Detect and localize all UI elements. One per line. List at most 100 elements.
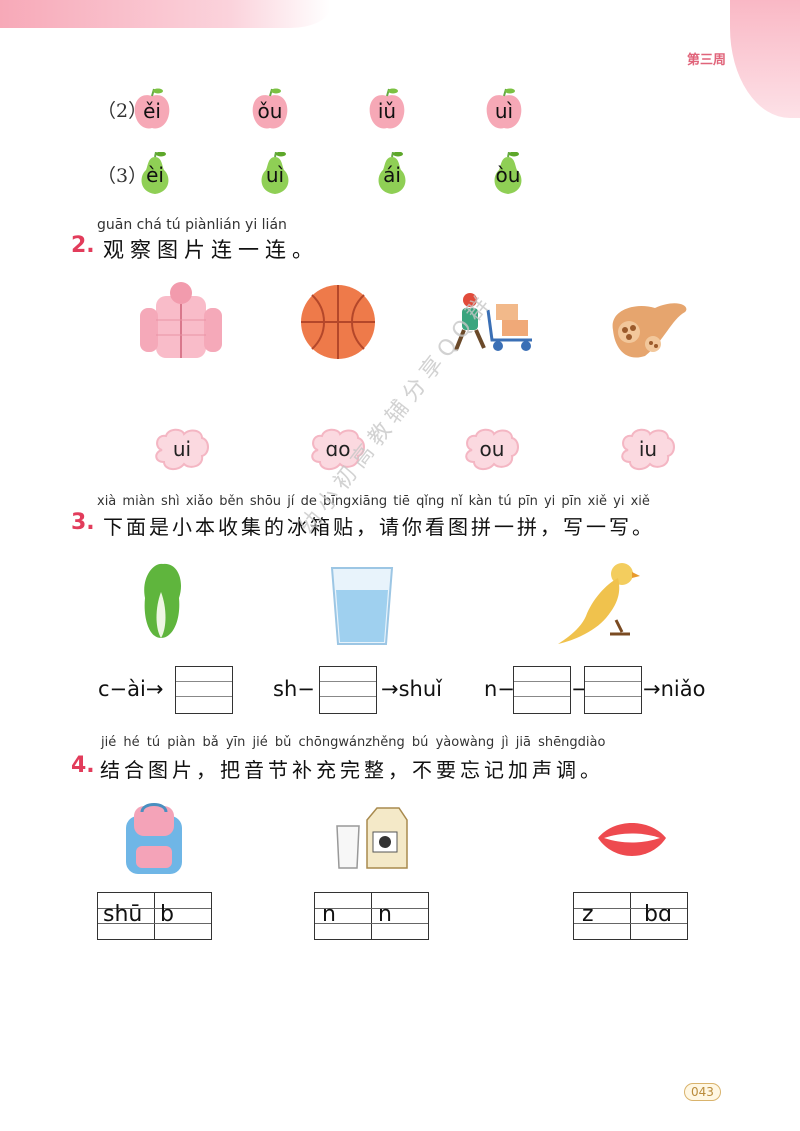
- backpack-icon: [126, 803, 182, 874]
- cloud-icon: [621, 428, 675, 470]
- apple-icon: [486, 88, 522, 129]
- mouth-icon: [598, 823, 666, 856]
- pinyin-syllable: kàn: [468, 494, 493, 509]
- grid-line: [585, 681, 641, 682]
- q3-pinyin: xià miàn shì xiǎo běn shōu jí de bīngxiā…: [97, 494, 650, 509]
- grid-line: [574, 908, 687, 909]
- row-label-3: （3）: [97, 165, 148, 187]
- pinyin-syllable: de: [300, 494, 317, 509]
- grid-line: [514, 681, 570, 682]
- syllable-text: n: [322, 902, 336, 927]
- coat-icon: [140, 282, 222, 358]
- grid-line: [574, 923, 687, 924]
- grid-line: [585, 696, 641, 697]
- pinyin-syllable: yi: [613, 494, 625, 509]
- pinyin-syllable: jié: [101, 735, 117, 750]
- pear-icon: [494, 151, 522, 194]
- cabbage-icon: [144, 563, 182, 638]
- apple-card: ǒu: [248, 88, 292, 132]
- pear-icon: [261, 151, 289, 194]
- final-cloud: ɑo: [308, 428, 368, 472]
- spell-suffix: →shuǐ: [381, 677, 442, 701]
- grid-line: [320, 681, 376, 682]
- final-text: ou: [479, 437, 505, 461]
- pinyin-syllable: miàn: [122, 494, 155, 509]
- question-number: 2.: [71, 233, 95, 258]
- writing-grid[interactable]: [319, 666, 377, 714]
- final-text: òu: [495, 163, 521, 187]
- syllable-text: bɑ: [644, 902, 672, 927]
- cloud-icon: [155, 428, 209, 470]
- question-title: 观察图片连一连。: [103, 238, 319, 262]
- pinyin-syllable: lián: [261, 217, 287, 233]
- pinyin-syllable: tú: [166, 217, 181, 233]
- question-number: 4.: [71, 753, 95, 778]
- pinyin-syllable: bīng: [322, 494, 352, 509]
- spell-prefix: sh−: [273, 677, 315, 701]
- grid-line: [176, 696, 232, 697]
- pinyin-syllable: tiē: [393, 494, 410, 509]
- syllable-box[interactable]: n n: [314, 892, 429, 940]
- apple-icon: [134, 88, 170, 129]
- syllable-text: b: [160, 902, 174, 927]
- pinyin-syllable: bǎ: [202, 735, 219, 750]
- spell-suffix: →niǎo: [643, 677, 706, 701]
- final-text: ái: [383, 163, 401, 187]
- pinyin-syllable: xiě: [630, 494, 650, 509]
- cloud-icon: [311, 428, 365, 470]
- pinyin-syllable: jiā: [515, 735, 531, 750]
- pinyin-syllable: běn: [219, 494, 244, 509]
- q4-pinyin: jié hé tú piàn bǎ yīn jié bǔ chōngwánzhě…: [101, 735, 605, 750]
- week-label: 第三周: [686, 53, 726, 68]
- syllable-box[interactable]: shū b: [97, 892, 212, 940]
- pinyin-syllable: guān: [97, 217, 133, 233]
- pinyin-syllable: xiě: [587, 494, 607, 509]
- pinyin-syllable: xià: [97, 494, 117, 509]
- q2-pinyin: guān chá tú piànlián yi lián: [97, 217, 287, 233]
- syllable-cell: [574, 893, 631, 939]
- pinyin-syllable: tú: [146, 735, 161, 750]
- row-label-2: （2）: [97, 100, 148, 122]
- pear-card: òu: [486, 151, 530, 196]
- basketball-icon: [301, 285, 375, 359]
- final-cloud: ui: [152, 428, 212, 472]
- syllable-box[interactable]: z bɑ: [573, 892, 688, 940]
- pinyin-syllable: yi: [543, 494, 556, 509]
- pinyin-syllable: pīn: [517, 494, 538, 509]
- syllable-text: z: [582, 902, 594, 927]
- pinyin-syllable: shì: [161, 494, 180, 509]
- pinyin-syllable: yào: [435, 735, 460, 750]
- pinyin-syllable: wàng: [459, 735, 495, 750]
- pear-icon: [378, 151, 406, 194]
- writing-grid[interactable]: [175, 666, 233, 714]
- page-number: 043: [684, 1083, 721, 1101]
- pinyin-syllable: lián: [215, 217, 241, 233]
- final-cloud: ou: [462, 428, 522, 472]
- syllable-cell: [98, 893, 155, 939]
- corner-decoration: [730, 0, 800, 118]
- pinyin-syllable: wán: [338, 735, 366, 750]
- pinyin-syllable: bǔ: [274, 735, 292, 750]
- final-text: uì: [265, 163, 285, 187]
- final-text: iǔ: [377, 99, 397, 123]
- pinyin-syllable: nǐ: [450, 494, 463, 509]
- apple-icon: [252, 88, 288, 129]
- milk-icon: [336, 807, 408, 869]
- lotus-root-icon: [612, 303, 687, 358]
- pinyin-syllable: diào: [577, 735, 606, 750]
- apple-card: iǔ: [365, 88, 409, 132]
- syllable-text: n: [378, 902, 392, 927]
- pear-card: ái: [370, 151, 414, 196]
- grid-line: [315, 923, 428, 924]
- top-decoration: [0, 0, 330, 28]
- final-text: ěi: [143, 99, 161, 123]
- pinyin-syllable: chá: [136, 217, 162, 233]
- syllable-text: shū: [103, 902, 143, 927]
- pinyin-syllable: piàn: [185, 217, 216, 233]
- writing-grid[interactable]: [513, 666, 571, 714]
- writing-grid[interactable]: [584, 666, 642, 714]
- question-number: 3.: [71, 510, 95, 535]
- pinyin-syllable: shēng: [538, 735, 578, 750]
- apple-icon: [369, 88, 405, 129]
- worker-cart-icon: [454, 293, 532, 351]
